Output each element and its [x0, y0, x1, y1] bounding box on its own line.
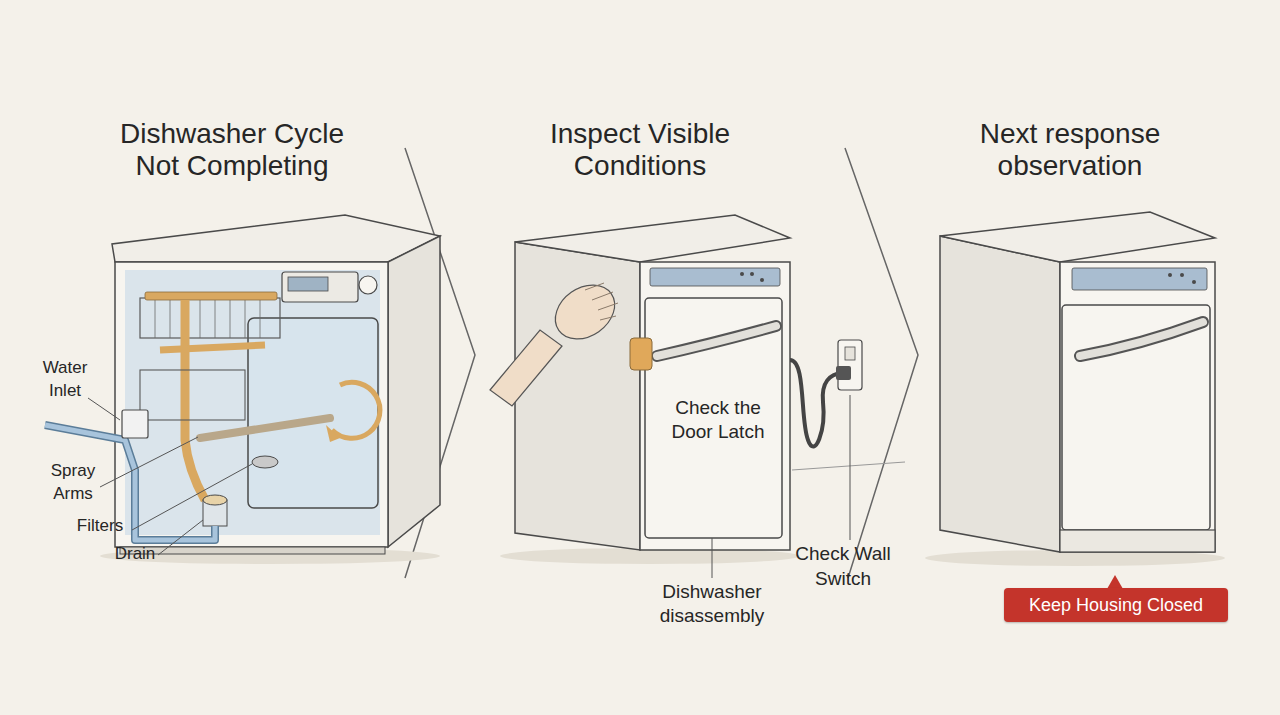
- rack-tines: [155, 298, 260, 338]
- cutaway-interior: [125, 270, 380, 535]
- leader-line: [100, 437, 198, 487]
- appliance-base: [120, 547, 385, 554]
- inspection-label: Dishwasher disassembly: [648, 580, 776, 628]
- button: [750, 272, 754, 276]
- plug: [836, 366, 851, 380]
- control-knob: [359, 276, 377, 294]
- button: [740, 272, 744, 276]
- hose: [45, 425, 215, 540]
- appliance-top: [940, 212, 1215, 262]
- flow-arrowhead: [326, 425, 340, 442]
- kick-plate: [1060, 530, 1215, 552]
- wall-switch: [845, 347, 855, 360]
- spray-pipe: [185, 300, 205, 500]
- hose: [45, 425, 215, 540]
- inlet-valve: [122, 410, 148, 438]
- floor-line: [792, 462, 905, 470]
- door: [1062, 305, 1210, 530]
- door-handle: [1080, 322, 1203, 356]
- inspection-label: Check Wall Switch: [784, 541, 902, 591]
- part-label: Water Inlet: [35, 356, 95, 402]
- part-label: Drain: [105, 542, 165, 565]
- panel-heading: Dishwasher Cycle Not Completing: [107, 118, 357, 182]
- door: [645, 298, 782, 538]
- appliance-top: [112, 215, 440, 262]
- panel-heading: Inspect Visible Conditions: [520, 118, 760, 182]
- button: [760, 278, 764, 282]
- inspection-label: Check the Door Latch: [662, 396, 774, 444]
- fingers: [585, 283, 618, 320]
- lower-rack: [140, 370, 245, 420]
- panel-heading: Next response observation: [950, 118, 1190, 182]
- button: [1168, 273, 1172, 277]
- button: [1180, 273, 1184, 277]
- appliance-side: [940, 236, 1060, 552]
- callout-text: Keep Housing Closed: [1029, 594, 1203, 616]
- door-handle: [657, 326, 776, 356]
- appliance-front: [1060, 262, 1215, 552]
- drain-sump-top: [203, 495, 227, 505]
- warning-callout: Keep Housing Closed: [1004, 588, 1228, 622]
- door-handle: [657, 326, 776, 356]
- appliance-front: [640, 262, 790, 550]
- upper-spray-arm: [160, 345, 265, 350]
- leader-line: [88, 398, 120, 420]
- part-label: Filters: [65, 514, 135, 537]
- filter: [252, 456, 278, 468]
- spray-pipe: [145, 292, 277, 300]
- callout-pointer: [1107, 575, 1123, 589]
- leader-line: [850, 395, 851, 540]
- door-handle: [1080, 322, 1203, 356]
- wall-outlet: [838, 340, 862, 390]
- control-panel: [282, 272, 358, 302]
- appliance-top: [515, 215, 790, 262]
- part-label: Spray Arms: [44, 459, 102, 505]
- appliance-side: [388, 236, 440, 547]
- upper-rack: [140, 298, 280, 338]
- door-window: [248, 318, 378, 508]
- leader-line: [712, 538, 713, 578]
- appliance-side: [515, 242, 640, 550]
- leader-line: [132, 464, 252, 530]
- appliance-front: [115, 262, 388, 547]
- flow-arrow: [332, 382, 380, 438]
- hand: [545, 274, 625, 350]
- display: [288, 277, 328, 291]
- leader-line: [158, 520, 203, 555]
- control-strip: [650, 268, 780, 286]
- button: [1192, 280, 1196, 284]
- arm: [490, 330, 562, 406]
- control-strip: [1072, 268, 1207, 290]
- door-latch: [630, 338, 652, 370]
- lower-spray-arm: [200, 418, 330, 438]
- power-cord: [790, 360, 842, 446]
